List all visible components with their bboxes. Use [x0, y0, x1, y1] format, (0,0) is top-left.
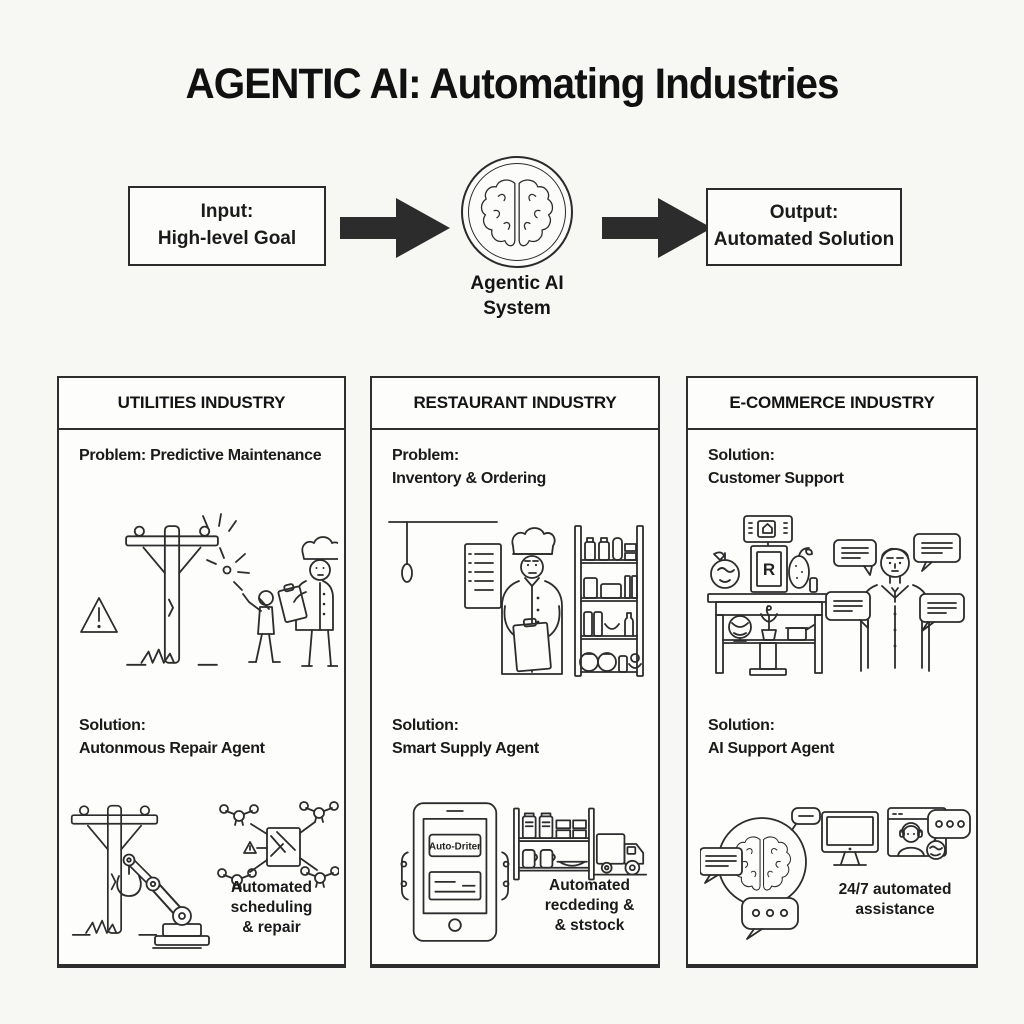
input-box: Input: High-level Goal: [128, 186, 326, 266]
utilities-caption: Automated scheduling & repair: [230, 879, 313, 937]
pantry-shelf-icon: [574, 525, 644, 677]
product-desk-icon: [707, 515, 831, 676]
drone-swarm-icon: [217, 800, 339, 894]
delivery-shelf-truck-icon: [510, 806, 658, 886]
pole-robot-arm-icon: [67, 796, 217, 956]
worker-figure: [241, 590, 281, 663]
restaurant-caption: Automated recdeding & & ststock: [544, 877, 635, 935]
warning-triangle-icon: [79, 597, 118, 633]
chat-bubbles-icon: [825, 533, 965, 632]
tablet-screen-label: Auto-Driter: [429, 841, 481, 852]
output-box: Output: Automated Solution: [706, 188, 902, 266]
agentic-ai-system-label: Agentic AI System: [470, 273, 564, 319]
ecommerce-top-illustration: R: [688, 506, 976, 706]
ecommerce-solution-text: Solution: AI Support Agent: [708, 717, 835, 758]
restaurant-top-illustration: [372, 506, 658, 706]
utility-pole-icon: [124, 525, 219, 666]
page-title: AGENTIC AI: Automating Industries: [185, 60, 839, 108]
utilities-solution-text: Solution: Autonmous Repair Agent: [79, 717, 265, 758]
restaurant-problem-text: Problem: Inventory & Ordering: [392, 447, 547, 488]
kitchen-rail-icon: [388, 521, 498, 583]
restaurant-solution-text: Solution: Smart Supply Agent: [392, 717, 539, 758]
technician-clipboard-figure: [277, 536, 338, 667]
chef-clipboard-figure: [501, 527, 563, 675]
monitor-video-support-icon: [820, 806, 972, 886]
panel-utilities-header: UTILITIES INDUSTRY: [59, 378, 344, 430]
agentic-ai-brain-icon: [461, 156, 573, 268]
panel-ecommerce-header: E-COMMERCE INDUSTRY: [688, 378, 976, 430]
utilities-problem-text: Problem: Predictive Maintenance: [79, 447, 322, 464]
product-frame-letter: R: [763, 560, 775, 579]
panel-restaurant-header: RESTAURANT INDUSTRY: [372, 378, 658, 430]
arrow-right-icon: [602, 196, 714, 260]
menu-board-icon: [464, 543, 502, 609]
ecommerce-problem-text: Solution: Customer Support: [708, 447, 844, 488]
utilities-top-illustration: [59, 506, 344, 706]
panel-ecommerce: E-COMMERCE INDUSTRY Solution: Customer S…: [686, 376, 978, 968]
panel-restaurant: RESTAURANT INDUSTRY Problem: Inventory &…: [370, 376, 660, 968]
spark-icon: [201, 513, 250, 591]
ai-brain-chat-icon: [700, 796, 828, 941]
arrow-right-icon: [340, 196, 452, 260]
ordering-tablet-icon: Auto-Driter: [394, 798, 512, 948]
ecommerce-caption: 24/7 automated assistance: [838, 881, 952, 919]
panel-utilities: UTILITIES INDUSTRY Problem: Predictive M…: [57, 376, 346, 968]
